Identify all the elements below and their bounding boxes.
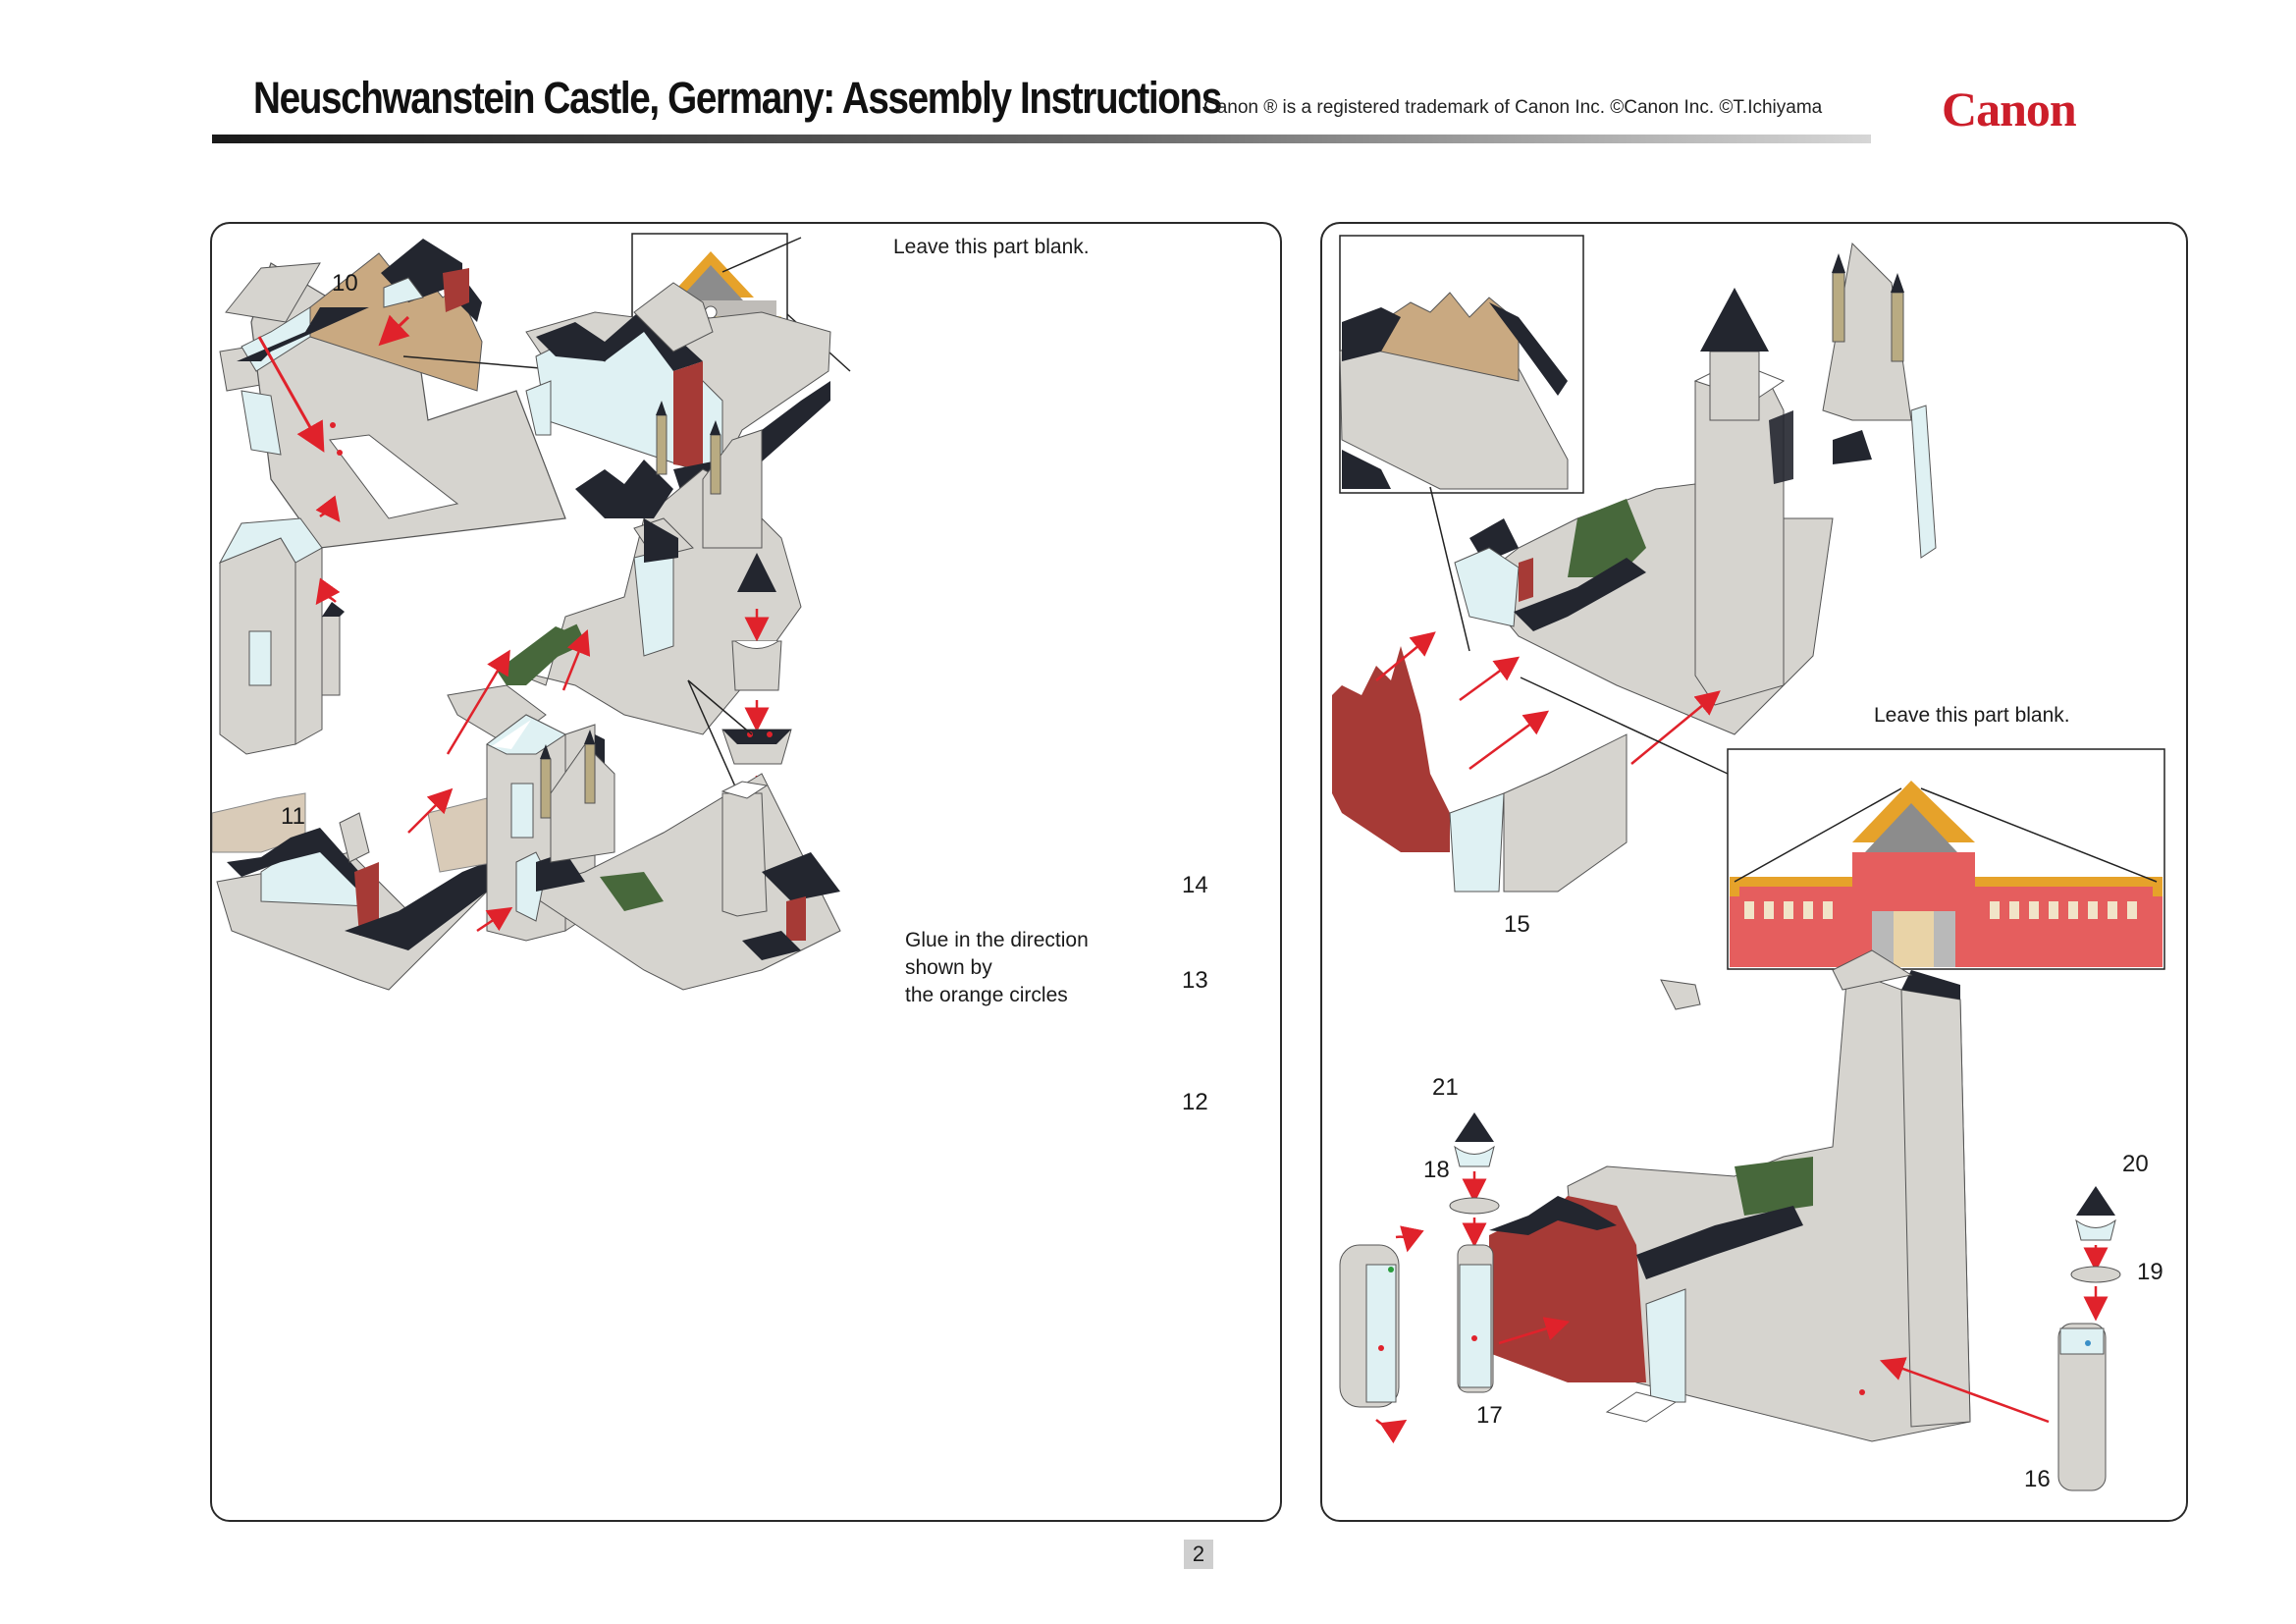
step-16-label: 16	[2024, 1466, 2051, 1492]
page-title: Neuschwanstein Castle, Germany: Assembly…	[253, 73, 1222, 123]
glue-direction-note-line1: Glue in the direction	[905, 929, 1089, 951]
step-17-label: 17	[1476, 1402, 1503, 1429]
step16-main-castle	[1489, 949, 1971, 1442]
step15-red-facade	[1332, 631, 1721, 893]
step-14-label: 14	[1182, 872, 1208, 898]
glue-direction-note-line2: shown by	[905, 956, 992, 979]
bottom-assembly	[216, 629, 841, 991]
step17-21-parts	[1339, 1112, 2121, 1491]
step-11-label: 11	[281, 803, 305, 830]
inset-close-up	[1339, 235, 1584, 494]
title-underline	[212, 135, 1871, 143]
step10-assembly	[219, 239, 566, 549]
right-panel-illustration	[1332, 235, 2165, 1491]
trademark-notice: Canon ® is a registered trademark of Can…	[1203, 97, 1823, 118]
step-10-label: 10	[332, 270, 358, 297]
step-12-label: 12	[1182, 1089, 1208, 1115]
right-leave-blank-note: Leave this part blank.	[1874, 704, 2070, 727]
page-number: 2	[1184, 1540, 1213, 1569]
step15-upper-castle	[1454, 242, 1937, 735]
glue-direction-note-line3: the orange circles	[905, 984, 1068, 1006]
step-21-label: 21	[1432, 1074, 1459, 1101]
step-20-label: 20	[2122, 1151, 2149, 1177]
left-instruction-panel: 10 11 14 13 12 Leave this part blank. Gl…	[210, 222, 1282, 1522]
step-13-label: 13	[1182, 967, 1208, 994]
canon-logo: Canon	[1942, 81, 2077, 136]
step-19-label: 19	[2137, 1259, 2163, 1285]
left-leave-blank-note: Leave this part blank.	[893, 236, 1090, 258]
step11-tower	[212, 495, 345, 853]
inset-elevation-red	[1727, 748, 2165, 970]
right-instruction-panel: Leave this part blank. 15 21 18 20 19 17…	[1320, 222, 2188, 1522]
step-18-label: 18	[1423, 1157, 1450, 1183]
left-panel-illustration	[212, 233, 851, 991]
step12-14-parts	[721, 553, 792, 817]
step-15-label: 15	[1504, 911, 1530, 938]
